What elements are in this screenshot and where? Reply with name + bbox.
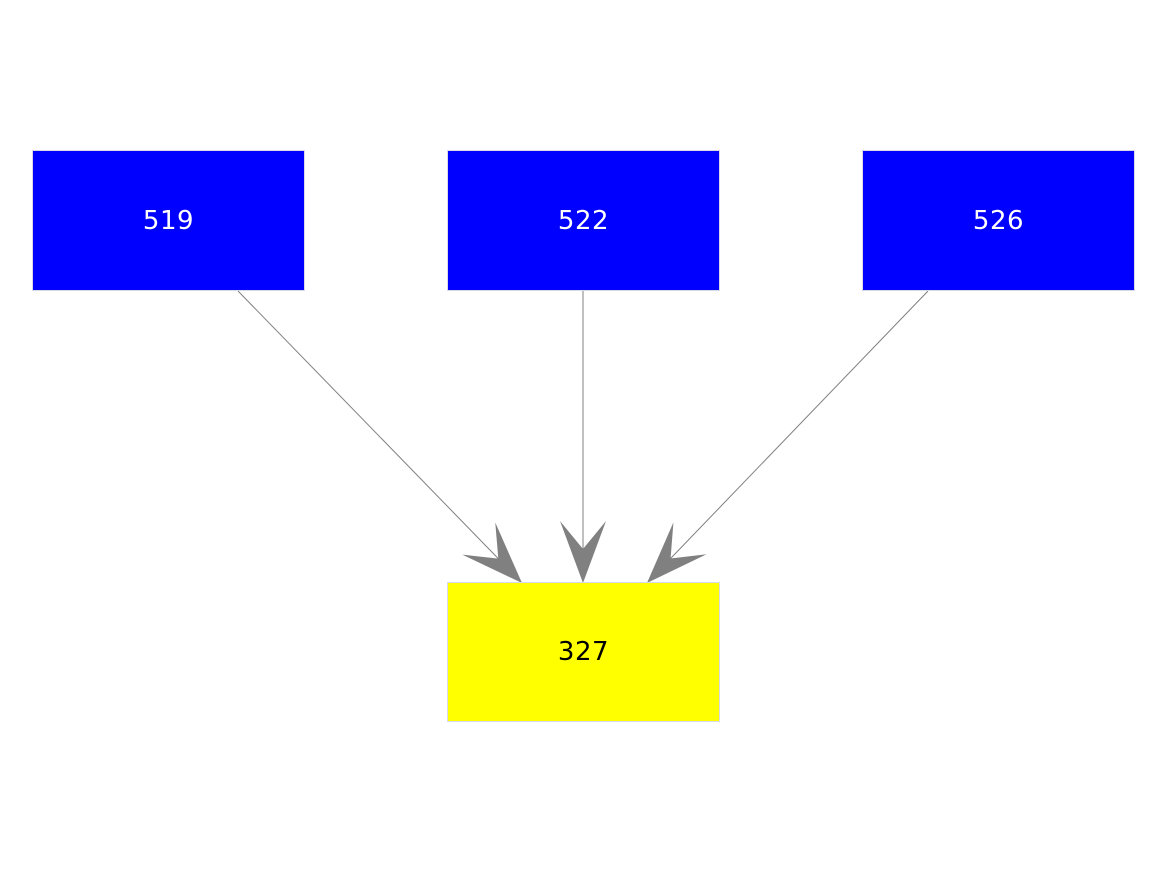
arrowhead-icon — [560, 521, 606, 583]
node-label: 526 — [972, 205, 1025, 236]
node-label: 327 — [557, 637, 610, 667]
edge-line — [646, 290, 929, 584]
edge-n526-to-n327 — [646, 290, 929, 584]
arrowhead-icon — [462, 522, 522, 583]
edge-line — [237, 290, 523, 584]
node-522[interactable]: 522 — [447, 150, 720, 291]
node-526[interactable]: 526 — [862, 150, 1135, 291]
edge-n522-to-n327 — [560, 291, 606, 583]
node-327[interactable]: 327 — [447, 582, 720, 722]
edge-n519-to-n327 — [237, 290, 523, 584]
node-label: 519 — [142, 205, 195, 236]
node-label: 522 — [557, 205, 610, 236]
node-519[interactable]: 519 — [32, 150, 305, 291]
arrowhead-icon — [647, 522, 707, 583]
